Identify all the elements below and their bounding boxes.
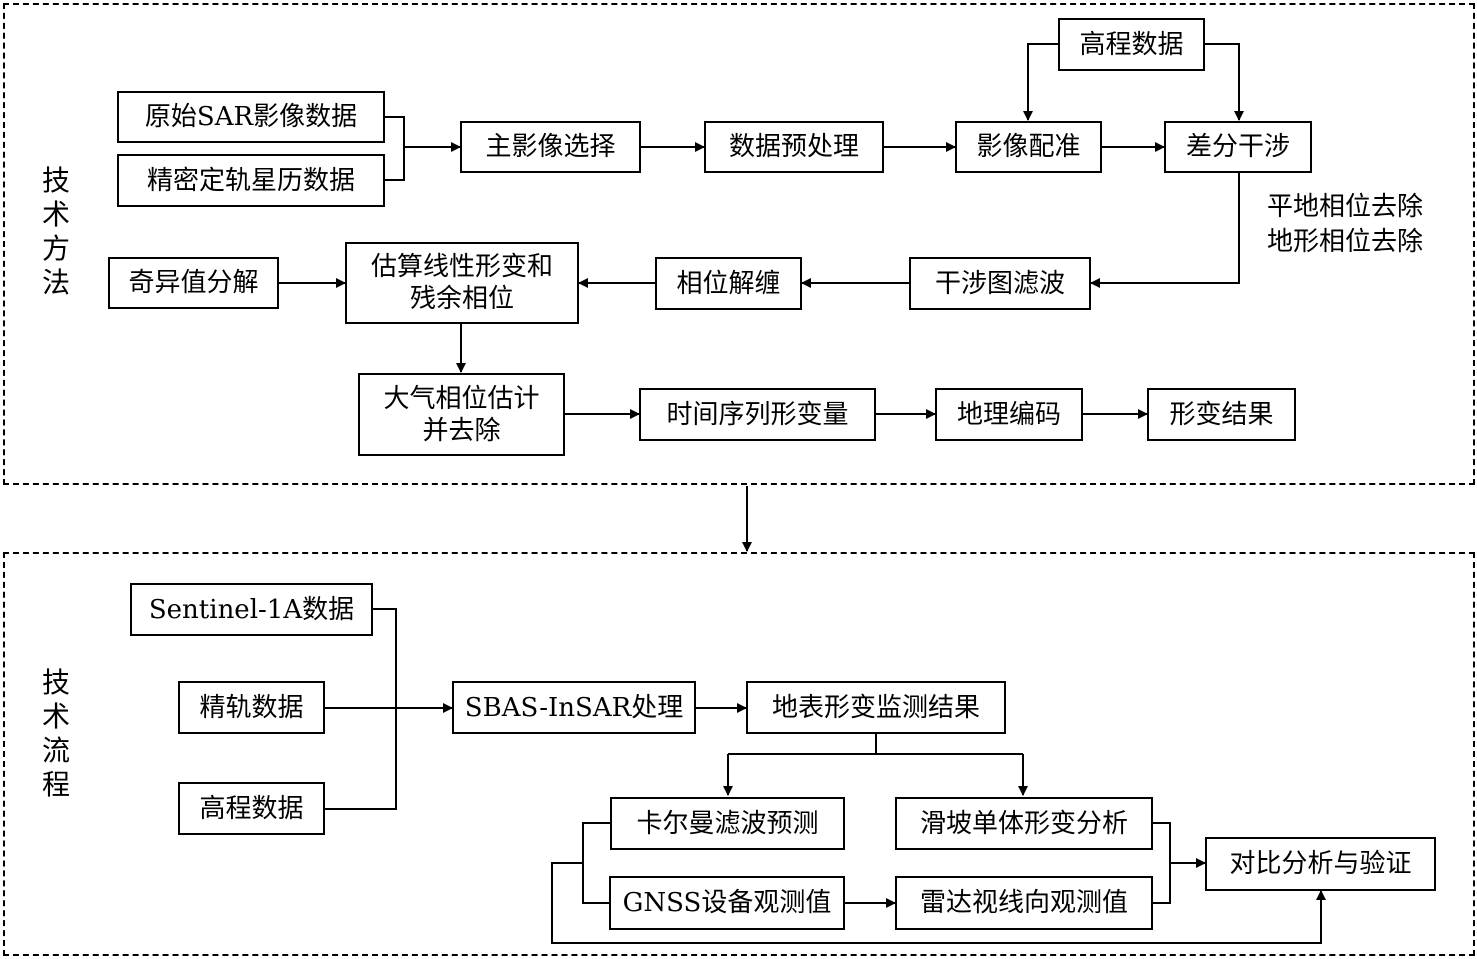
atmosphere-line2: 并去除 — [422, 415, 501, 446]
svd-box: 奇异值分解 — [108, 257, 279, 309]
interferometry-box: 差分干涉 — [1164, 121, 1312, 173]
result-box: 形变结果 — [1147, 388, 1296, 441]
connector-kalman-gnss — [582, 822, 610, 904]
timeseries-box: 时间序列形变量 — [639, 388, 876, 441]
arrow-to-filtering — [1090, 173, 1240, 288]
kalman-box: 卡尔曼滤波预测 — [610, 797, 845, 850]
atmosphere-box: 大气相位估计 并去除 — [358, 373, 565, 456]
atmosphere-line1: 大气相位估计 — [383, 383, 540, 414]
coregistration-box: 影像配准 — [955, 121, 1102, 173]
radar-los-box: 雷达视线向观测值 — [895, 876, 1153, 930]
arrow-loop-to-compare — [551, 862, 1326, 944]
estimate-line1: 估算线性形变和 — [370, 252, 553, 282]
arrow-elevation-to-interferometry — [1205, 43, 1244, 121]
topo-phase-note: 地形相位去除 — [1267, 227, 1424, 257]
geocoding-box: 地理编码 — [935, 388, 1083, 441]
master-select-box: 主影像选择 — [460, 121, 641, 173]
raw-sar-box: 原始SAR影像数据 — [117, 91, 385, 143]
sentinel-box: Sentinel-1A数据 — [130, 583, 373, 636]
landslide-box: 滑坡单体形变分析 — [895, 797, 1153, 850]
arrow-elevation-to-coregistration — [1023, 43, 1058, 121]
orbit-box: 精轨数据 — [178, 681, 325, 734]
gnss-box: GNSS设备观测值 — [609, 876, 845, 930]
flow-side-label: 技术流程 — [42, 666, 71, 801]
estimate-line2: 残余相位 — [409, 284, 514, 314]
monitor-box: 地表形变监测结果 — [746, 681, 1006, 734]
method-side-label: 技术方法 — [42, 164, 71, 299]
connector-inputs-merge — [385, 116, 405, 181]
estimate-box: 估算线性形变和 残余相位 — [345, 242, 579, 324]
flow-elevation-box: 高程数据 — [178, 782, 325, 835]
flow-frame — [3, 552, 1475, 956]
method-frame — [3, 3, 1475, 485]
connector-analysis-merge — [1153, 822, 1171, 904]
connector-monitor-split — [728, 734, 1023, 755]
precise-orbit-box: 精密定轨星历数据 — [117, 154, 385, 207]
unwrapping-box: 相位解缠 — [655, 257, 802, 310]
flat-phase-note: 平地相位去除 — [1267, 192, 1424, 222]
sbas-box: SBAS-InSAR处理 — [452, 681, 696, 734]
compare-box: 对比分析与验证 — [1205, 837, 1436, 891]
elevation-box: 高程数据 — [1058, 18, 1205, 71]
filtering-box: 干涉图滤波 — [909, 257, 1091, 310]
preprocess-box: 数据预处理 — [704, 121, 884, 173]
